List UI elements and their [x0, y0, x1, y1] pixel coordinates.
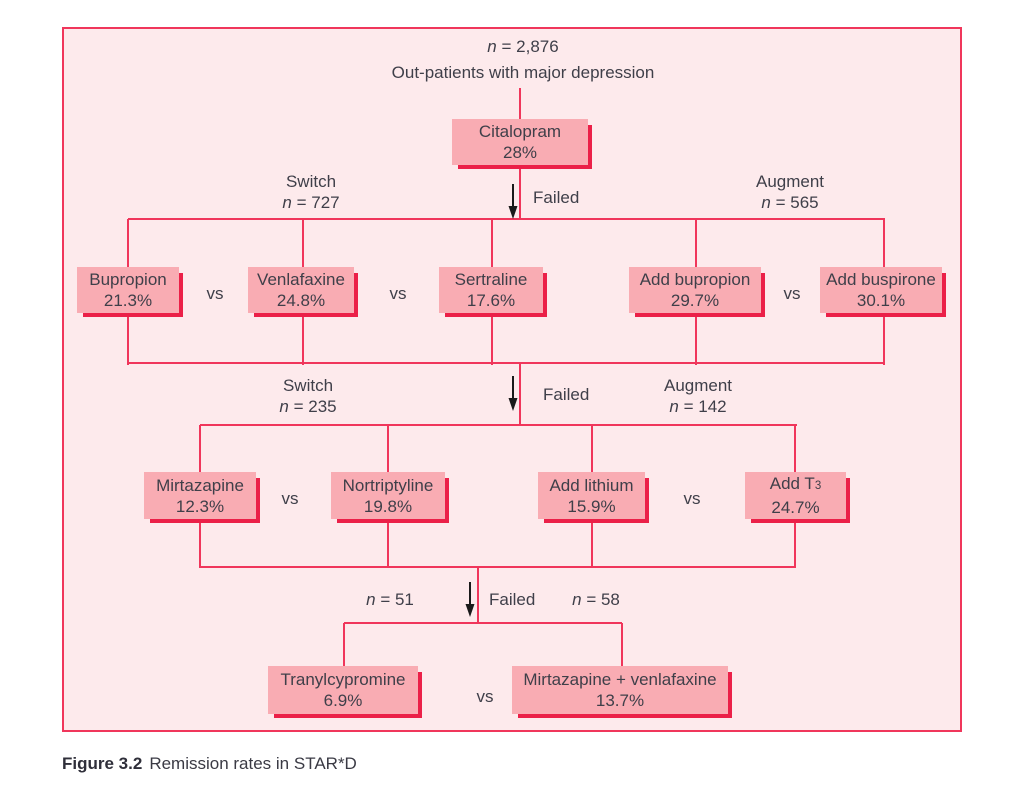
- vs-label: vs: [683, 489, 701, 508]
- vs-label: vs: [783, 284, 801, 303]
- failed-label-2: Failed: [543, 385, 590, 404]
- down-arrow-icon: [508, 376, 518, 411]
- branch-count-left: n = 51: [366, 590, 414, 609]
- vs-label: vs: [281, 489, 299, 508]
- branch-label-switch-2: Switch n = 235: [279, 376, 337, 416]
- connector-line: [200, 424, 797, 426]
- node-bupropion: Bupropion 21.3%: [77, 267, 179, 313]
- figure-caption-number: Figure 3.2: [62, 754, 143, 773]
- node-venlafaxine: Venlafaxine 24.8%: [248, 267, 354, 313]
- node-citalopram: Citalopram 28%: [452, 119, 588, 165]
- connector-line: [519, 165, 521, 219]
- node-label: Venlafaxine: [257, 270, 345, 289]
- remission-rate: 24.7%: [771, 498, 820, 517]
- node-add-t3: Add T3 24.7%: [745, 472, 846, 519]
- connector-line: [344, 622, 622, 624]
- figure-caption: Figure 3.2 Remission rates in STAR*D: [62, 754, 357, 774]
- branch-label-augment-1: Augment n = 565: [755, 172, 825, 212]
- remission-rate: 28%: [502, 143, 538, 162]
- down-arrow-icon: [465, 582, 475, 617]
- remission-rate: 19.8%: [363, 496, 413, 516]
- remission-rate: 12.3%: [175, 496, 225, 516]
- vs-label: vs: [389, 284, 407, 303]
- connector-line: [199, 566, 794, 568]
- remission-rate: 29.7%: [670, 291, 720, 310]
- node-label: Nortriptyline: [342, 475, 434, 495]
- connector-line: [477, 567, 479, 624]
- vs-label: vs: [206, 284, 224, 303]
- total-n-label: n = 2,876: [487, 37, 559, 56]
- branch-count-right: n = 58: [572, 590, 620, 609]
- vs-label: vs: [476, 687, 494, 706]
- connector-line: [128, 218, 885, 220]
- node-mirtazapine: Mirtazapine 12.3%: [144, 472, 256, 519]
- node-sertraline: Sertraline 17.6%: [439, 267, 543, 313]
- node-add-buspirone: Add buspirone 30.1%: [820, 267, 942, 313]
- node-add-lithium: Add lithium 15.9%: [538, 472, 645, 519]
- connector-line: [621, 623, 623, 668]
- branch-label-augment-2: Augment n = 142: [663, 376, 733, 416]
- node-label: Add buspirone: [826, 270, 936, 289]
- connector-line: [128, 362, 885, 364]
- connector-line: [519, 88, 521, 119]
- connector-line: [519, 363, 521, 425]
- branch-label-switch-1: Switch n = 727: [282, 172, 340, 212]
- node-label: Mirtazapine: [156, 475, 244, 495]
- population-label: Out-patients with major depression: [391, 63, 655, 82]
- remission-rate: 24.8%: [276, 291, 326, 310]
- node-label: Add T3: [769, 474, 822, 493]
- node-add-bupropion: Add bupropion 29.7%: [629, 267, 761, 313]
- connector-line: [343, 623, 345, 668]
- failed-label-3: Failed: [489, 590, 536, 609]
- remission-rate: 6.9%: [323, 691, 363, 710]
- remission-rate: 30.1%: [856, 291, 906, 310]
- failed-label-1: Failed: [533, 188, 580, 207]
- remission-rate: 21.3%: [103, 291, 153, 310]
- node-label: Add lithium: [549, 475, 634, 495]
- node-label: Bupropion: [89, 270, 167, 289]
- node-label: Tranylcypromine: [280, 670, 406, 689]
- node-label: Add bupropion: [639, 270, 751, 289]
- node-label: Mirtazapine + venlafaxine: [523, 670, 717, 689]
- node-label: Sertraline: [454, 270, 528, 289]
- remission-rate: 13.7%: [595, 691, 645, 710]
- node-nortriptyline: Nortriptyline 19.8%: [331, 472, 445, 519]
- remission-rate: 15.9%: [567, 496, 616, 516]
- node-tranylcypromine: Tranylcypromine 6.9%: [268, 666, 418, 714]
- figure-caption-text: Remission rates in STAR*D: [149, 754, 357, 773]
- down-arrow-icon: [508, 184, 518, 219]
- node-mirtazapine-venlafaxine: Mirtazapine + venlafaxine 13.7%: [512, 666, 728, 714]
- remission-rate: 17.6%: [466, 291, 516, 310]
- node-label: Citalopram: [478, 122, 562, 141]
